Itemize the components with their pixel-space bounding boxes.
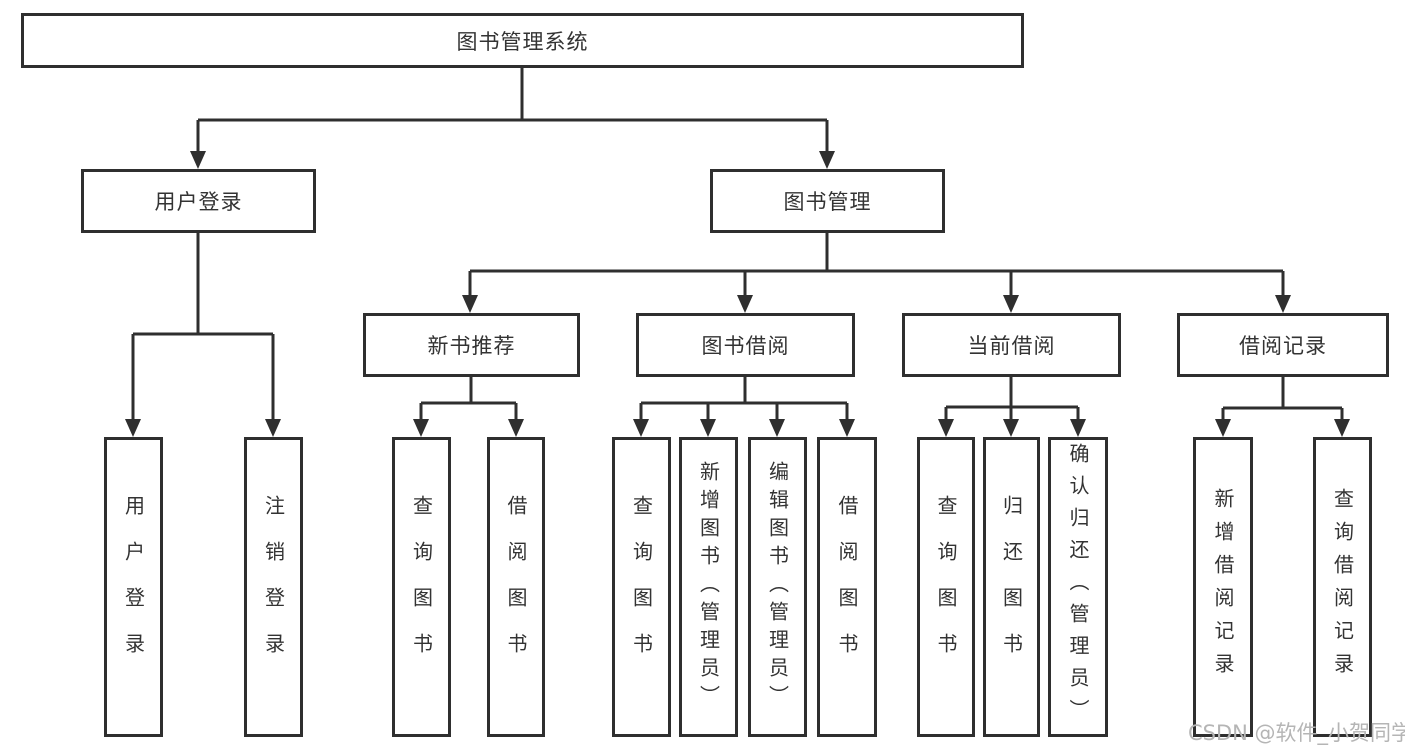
node-edit-book-admin: 编辑图书（管理员） bbox=[748, 437, 807, 737]
node-return-book: 归还图书 bbox=[983, 437, 1040, 737]
node-library-system: 图书管理系统 bbox=[21, 13, 1024, 68]
node-query-books-current: 查询图书 bbox=[917, 437, 975, 737]
node-label: 查询图书 bbox=[409, 495, 434, 679]
node-label: 借阅记录 bbox=[1239, 334, 1327, 358]
node-label: 确认归还（管理员） bbox=[1066, 443, 1090, 731]
node-add-book-admin: 新增图书（管理员） bbox=[679, 437, 738, 737]
node-user-login: 用户登录 bbox=[81, 169, 316, 233]
node-label: 查询图书 bbox=[629, 495, 654, 679]
node-label: 注销登录 bbox=[261, 495, 286, 679]
node-query-borrow-record: 查询借阅记录 bbox=[1313, 437, 1372, 737]
node-label: 用户登录 bbox=[121, 495, 146, 679]
node-current-borrowing: 当前借阅 bbox=[902, 313, 1121, 377]
node-label: 编辑图书（管理员） bbox=[765, 461, 790, 713]
node-query-books-borrow: 查询图书 bbox=[612, 437, 671, 737]
node-new-book-recommendation: 新书推荐 bbox=[363, 313, 580, 377]
node-confirm-return-admin: 确认归还（管理员） bbox=[1048, 437, 1108, 737]
node-book-borrowing: 图书借阅 bbox=[636, 313, 855, 377]
node-label: 图书管理 bbox=[783, 190, 872, 214]
node-label: 新增借阅记录 bbox=[1211, 488, 1235, 686]
node-label: 用户登录 bbox=[154, 190, 243, 214]
node-logout: 注销登录 bbox=[244, 437, 303, 737]
node-borrow-books-recommend: 借阅图书 bbox=[487, 437, 545, 737]
node-borrowing-records: 借阅记录 bbox=[1177, 313, 1389, 377]
node-label: 查询借阅记录 bbox=[1330, 488, 1355, 686]
node-user-login-leaf: 用户登录 bbox=[104, 437, 163, 737]
node-borrow-books-leaf: 借阅图书 bbox=[817, 437, 877, 737]
node-label: 新增图书（管理员） bbox=[696, 461, 721, 713]
node-label: 归还图书 bbox=[999, 495, 1024, 679]
node-query-books-recommend: 查询图书 bbox=[392, 437, 451, 737]
node-book-management: 图书管理 bbox=[710, 169, 945, 233]
csdn-watermark: CSDN @软件_小贺同学 bbox=[1188, 721, 1405, 745]
node-label: 新书推荐 bbox=[427, 334, 516, 358]
node-add-borrow-record: 新增借阅记录 bbox=[1193, 437, 1253, 737]
node-label: 借阅图书 bbox=[504, 495, 528, 679]
node-label: 图书管理系统 bbox=[456, 29, 589, 54]
node-label: 当前借阅 bbox=[967, 334, 1056, 358]
node-label: 查询图书 bbox=[934, 495, 958, 679]
node-label: 借阅图书 bbox=[835, 495, 859, 679]
node-label: 图书借阅 bbox=[701, 334, 790, 358]
